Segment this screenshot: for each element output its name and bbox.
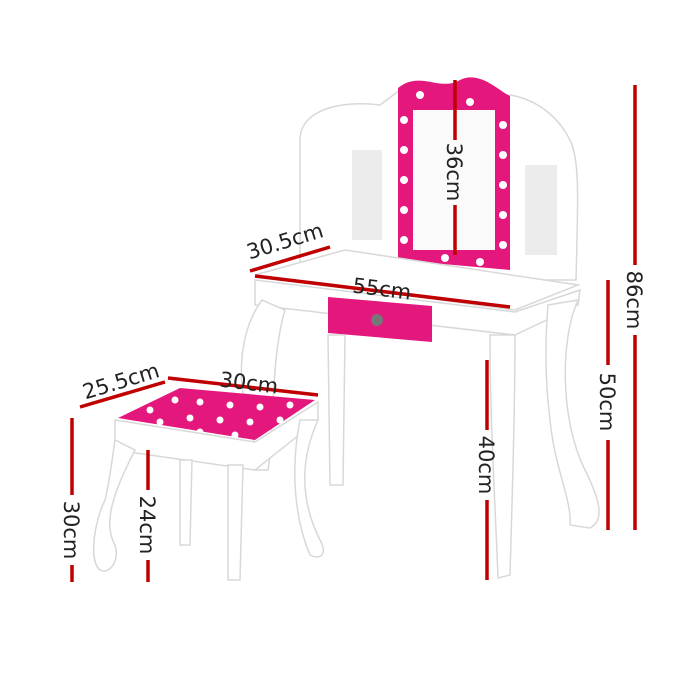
stool-height-label: 30cm xyxy=(59,501,83,560)
right-mirror xyxy=(525,165,557,255)
table-width-line xyxy=(254,274,511,309)
mirror-dots xyxy=(400,91,507,266)
stool-depth-label: 25.5cm xyxy=(80,358,162,404)
table-depth-line xyxy=(249,245,331,273)
table-leg-back xyxy=(327,334,346,486)
mirror-height-label: 36cm xyxy=(442,143,466,202)
left-mirror xyxy=(352,150,382,240)
stool-leg-back xyxy=(179,459,193,546)
stool-leg-left xyxy=(92,438,137,572)
seat-dots xyxy=(146,396,294,439)
table-height-label: 50cm xyxy=(595,373,619,432)
drawer-knob xyxy=(371,314,383,326)
stool-leg-right xyxy=(294,419,324,558)
stool-leg-front xyxy=(227,464,244,581)
dimension-lines xyxy=(70,80,637,582)
leg-clearance-label: 40cm xyxy=(474,436,498,495)
stool-width-line xyxy=(167,376,319,397)
vanity-table xyxy=(240,77,600,579)
stool-leg-label: 24cm xyxy=(135,496,159,555)
stool-depth-line xyxy=(79,380,166,409)
stool xyxy=(92,388,324,581)
stool-seat-pink xyxy=(118,388,315,440)
total-height-label: 86cm xyxy=(622,271,646,330)
table-leg-right xyxy=(545,299,600,529)
table-leg-front-right xyxy=(489,334,516,579)
